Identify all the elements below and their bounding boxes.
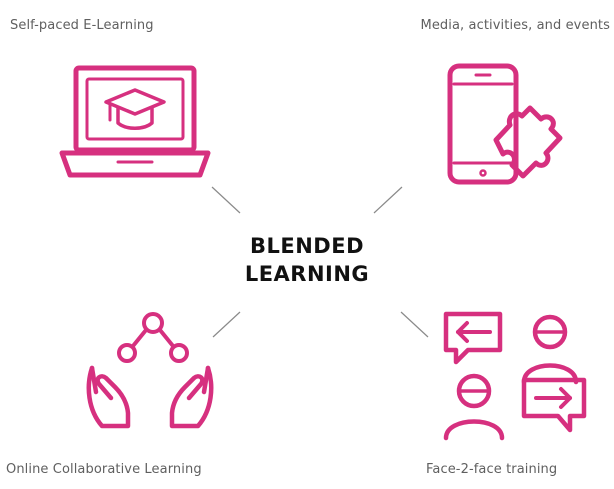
connector-top-right — [373, 186, 403, 214]
node-label-media-activities-events: Media, activities, and events — [420, 18, 610, 33]
node-label-online-collaborative-learning: Online Collaborative Learning — [6, 462, 202, 477]
people-chat-arrows-icon — [443, 311, 587, 441]
connector-top-left — [211, 186, 241, 214]
node-label-face-2-face-training: Face-2-face training — [426, 462, 558, 477]
smartphone-puzzle-icon — [447, 63, 563, 185]
connector-bottom-right — [400, 311, 429, 338]
center-title-line-1: BLENDED — [249, 234, 365, 258]
center-title-line-2: LEARNING — [244, 262, 370, 286]
center-title: BLENDED LEARNING — [207, 232, 407, 288]
hands-network-icon — [86, 312, 214, 429]
node-label-self-paced-e-learning: Self-paced E-Learning — [10, 18, 154, 33]
connector-bottom-left — [212, 311, 241, 338]
laptop-graduation-cap-icon — [59, 65, 211, 178]
